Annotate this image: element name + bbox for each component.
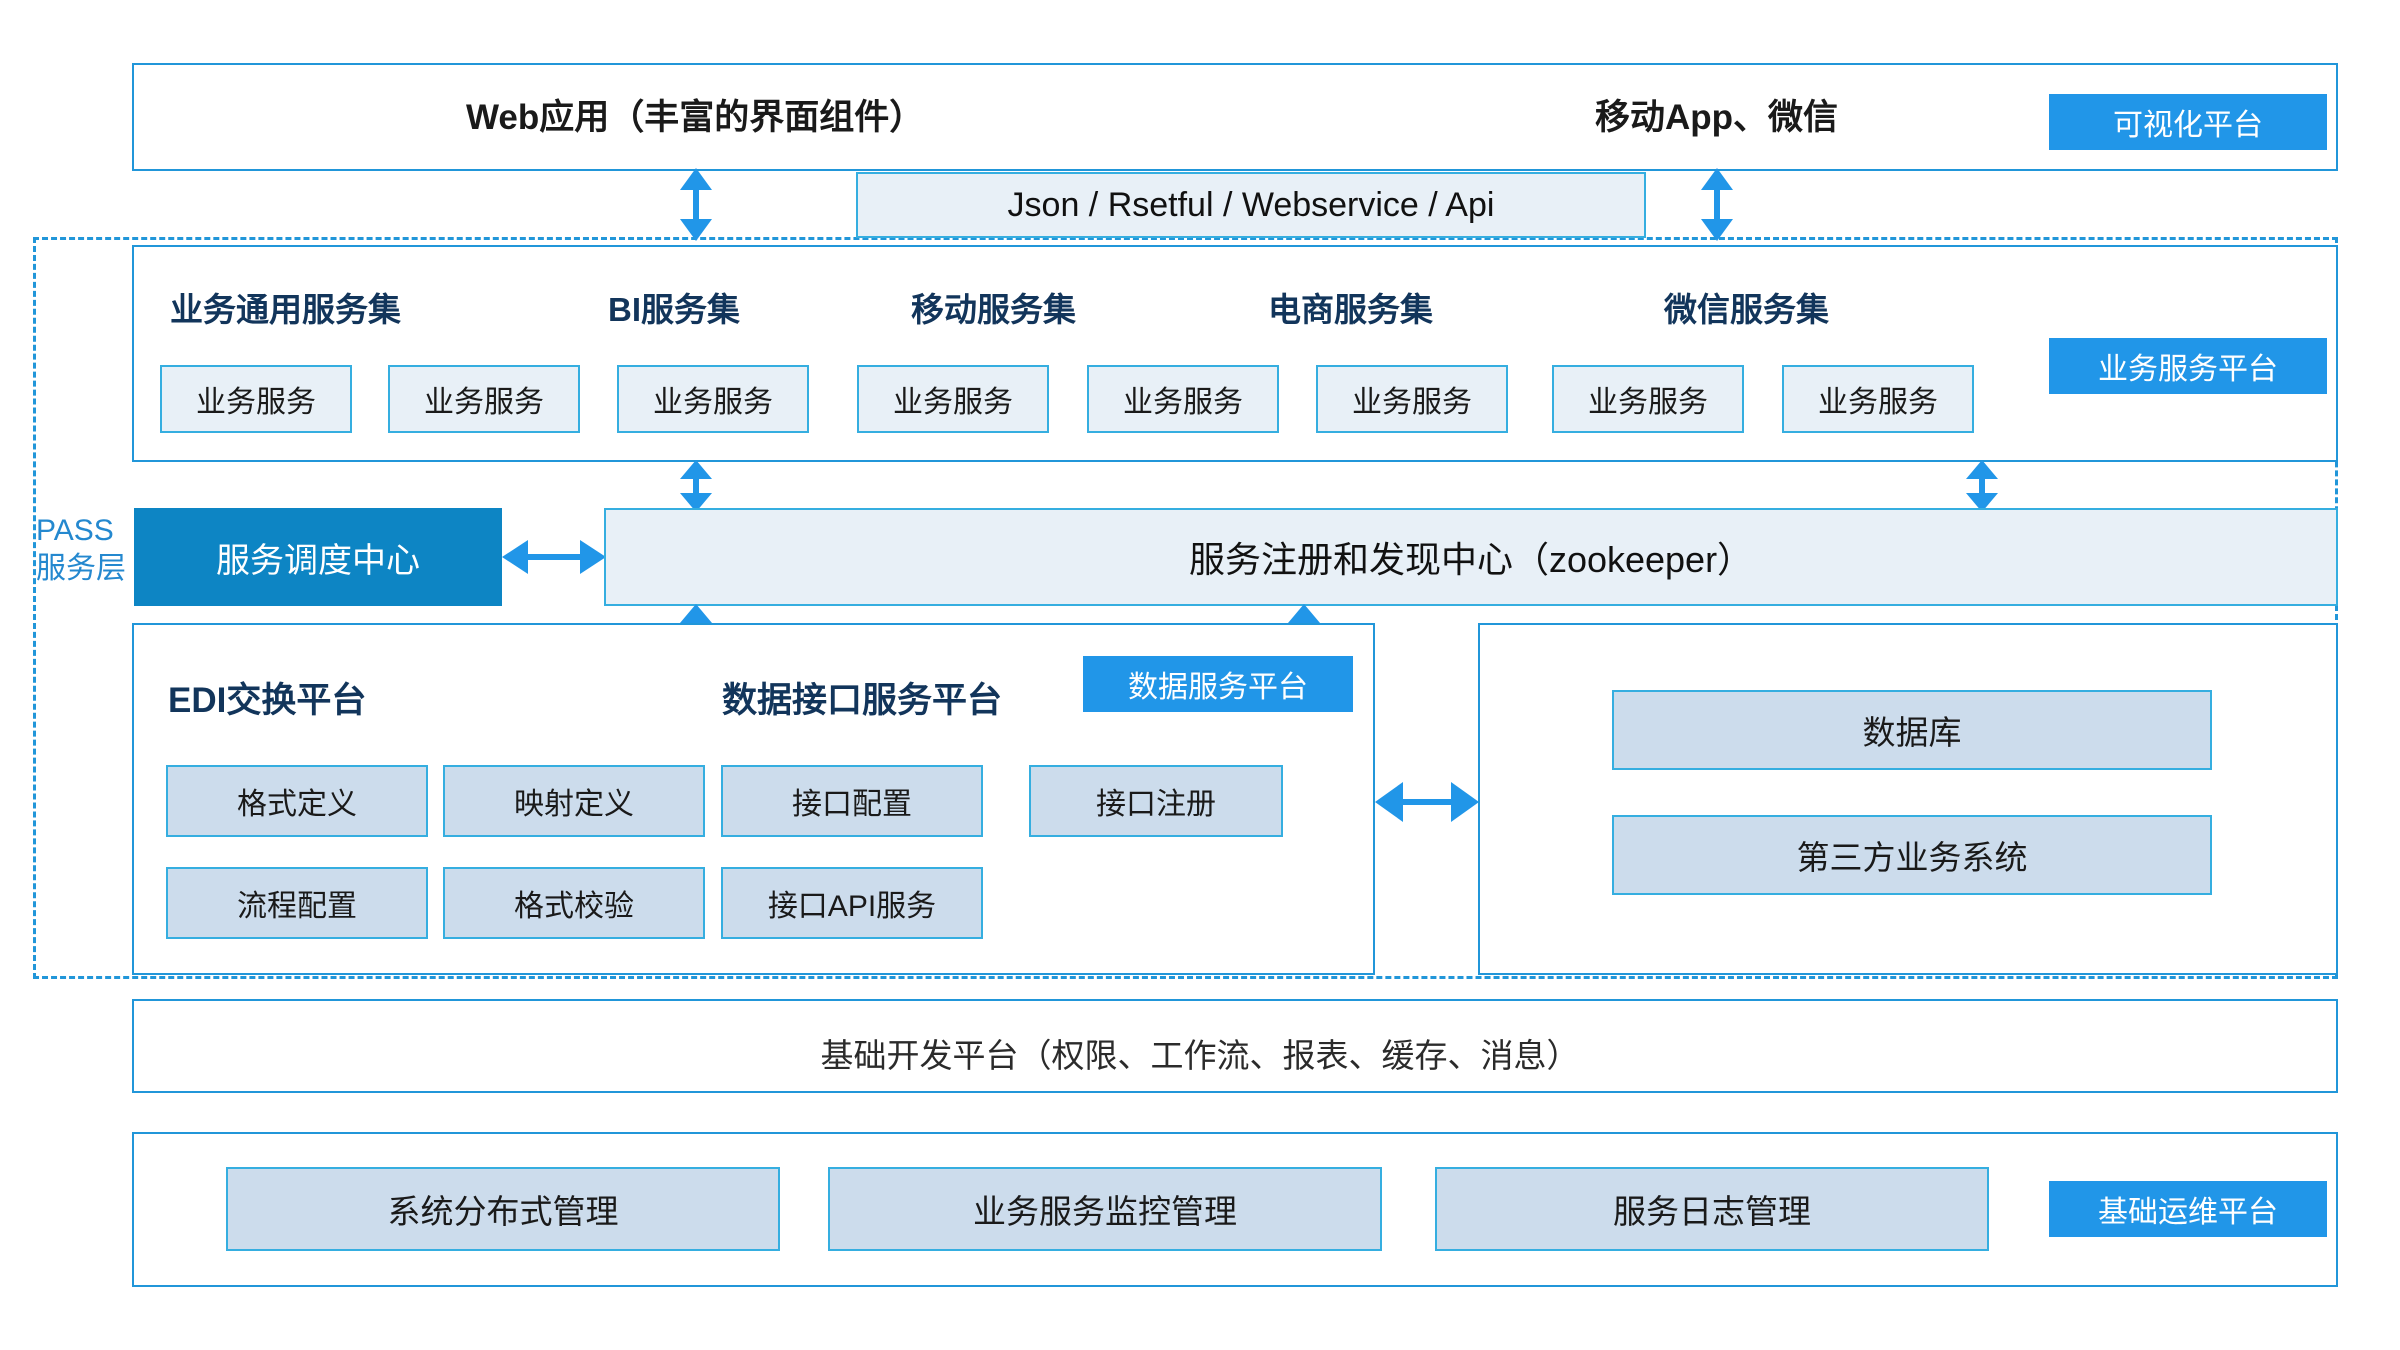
ops-cell-distributed-management[interactable]: 系统分布式管理 xyxy=(226,1167,780,1251)
service-set-title-mobile: 移动服务集 xyxy=(911,291,1076,328)
foundation-platform-label: 基础开发平台（权限、工作流、报表、缓存、消息） xyxy=(820,1037,1580,1074)
presentation-layer-box xyxy=(132,63,2338,171)
mobile-app-title: 移动App、微信 xyxy=(1595,98,1839,137)
edi-cell-process-config[interactable]: 流程配置 xyxy=(166,867,428,939)
foundation-platform-box xyxy=(132,999,2338,1093)
pass-layer-label: PASS 服务层 xyxy=(36,512,126,587)
service-cell[interactable]: 业务服务 xyxy=(1087,365,1279,433)
interface-cell-config[interactable]: 接口配置 xyxy=(721,765,983,837)
service-registry-center-box: 服务注册和发现中心（zookeeper） xyxy=(604,508,2338,606)
edi-cell-mapping-definition[interactable]: 映射定义 xyxy=(443,765,705,837)
service-dispatch-center-box[interactable]: 服务调度中心 xyxy=(134,508,502,606)
ops-platform-badge[interactable]: 基础运维平台 xyxy=(2049,1181,2327,1237)
business-service-platform-badge[interactable]: 业务服务平台 xyxy=(2049,338,2327,394)
database-cell[interactable]: 数据库 xyxy=(1612,690,2212,770)
edi-exchange-platform-title: EDI交换平台 xyxy=(168,681,367,720)
arrow-web-to-api xyxy=(676,168,716,241)
api-protocol-bar: Json / Rsetful / Webservice / Api xyxy=(856,172,1646,238)
data-interface-platform-title: 数据接口服务平台 xyxy=(722,681,1003,720)
interface-cell-register[interactable]: 接口注册 xyxy=(1029,765,1283,837)
service-cell[interactable]: 业务服务 xyxy=(1552,365,1744,433)
service-set-title-common: 业务通用服务集 xyxy=(170,291,401,328)
service-cell[interactable]: 业务服务 xyxy=(1316,365,1508,433)
ops-cell-service-monitoring[interactable]: 业务服务监控管理 xyxy=(828,1167,1382,1251)
service-cell[interactable]: 业务服务 xyxy=(1782,365,1974,433)
ops-cell-service-log[interactable]: 服务日志管理 xyxy=(1435,1167,1989,1251)
arrow-business-to-registry-left xyxy=(676,460,716,512)
service-cell[interactable]: 业务服务 xyxy=(857,365,1049,433)
service-cell[interactable]: 业务服务 xyxy=(617,365,809,433)
pass-layer-label-line2: 服务层 xyxy=(36,551,126,585)
data-service-platform-badge[interactable]: 数据服务平台 xyxy=(1083,656,1353,712)
arrow-data-to-external xyxy=(1375,772,1479,832)
service-set-title-ecommerce: 电商服务集 xyxy=(1268,291,1433,328)
arrow-business-to-registry-right xyxy=(1962,460,2002,512)
service-cell[interactable]: 业务服务 xyxy=(388,365,580,433)
edi-cell-format-definition[interactable]: 格式定义 xyxy=(166,765,428,837)
edi-cell-format-validation[interactable]: 格式校验 xyxy=(443,867,705,939)
interface-cell-api-service[interactable]: 接口API服务 xyxy=(721,867,983,939)
visualization-platform-badge[interactable]: 可视化平台 xyxy=(2049,94,2327,150)
service-set-title-bi: BI服务集 xyxy=(608,291,740,328)
service-cell[interactable]: 业务服务 xyxy=(160,365,352,433)
pass-layer-label-line1: PASS xyxy=(36,514,114,547)
arrow-dispatch-to-registry xyxy=(502,532,606,582)
arrow-mobile-to-api xyxy=(1697,168,1737,241)
web-application-title: Web应用（丰富的界面组件） xyxy=(466,98,925,137)
third-party-system-cell[interactable]: 第三方业务系统 xyxy=(1612,815,2212,895)
service-set-title-wechat: 微信服务集 xyxy=(1664,291,1829,328)
external-systems-box xyxy=(1478,623,2338,975)
